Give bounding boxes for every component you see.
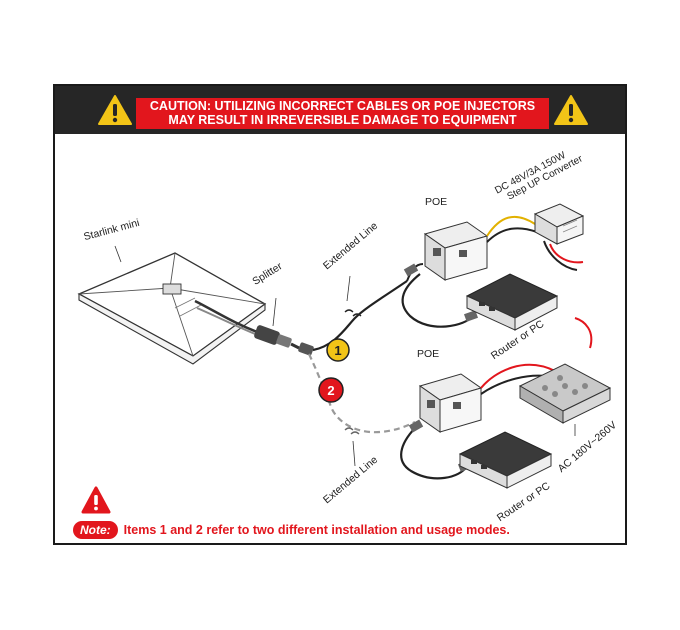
dc-wire-black-2 xyxy=(543,240,578,271)
splitter-leader xyxy=(272,297,277,327)
diagram-frame: CAUTION: UTILIZING INCORRECT CABLES OR P… xyxy=(53,84,627,545)
poe-top-label: POE xyxy=(425,196,448,208)
splitter-out xyxy=(290,342,300,350)
caution-banner: CAUTION: UTILIZING INCORRECT CABLES OR P… xyxy=(55,86,625,134)
caution-line-2: MAY RESULT IN IRREVERSIBLE DAMAGE TO EQU… xyxy=(168,113,517,127)
note-badge: Note: xyxy=(73,521,118,539)
mode-2-number: 2 xyxy=(327,383,334,398)
extended-top-leader xyxy=(346,275,351,302)
dc-wire-yellow xyxy=(486,215,536,237)
ac-input-red xyxy=(574,317,593,349)
rj45-plug xyxy=(463,310,479,322)
note-row: Note: Items 1 and 2 refer to two differe… xyxy=(73,521,510,539)
rj45-plug xyxy=(403,263,419,277)
ac-power-supply xyxy=(518,363,612,424)
step-up-converter xyxy=(533,203,585,245)
splitter xyxy=(254,325,292,348)
mode-1-number: 1 xyxy=(334,343,341,358)
router-top xyxy=(465,273,559,331)
connector xyxy=(298,342,314,356)
dish-cable-2 xyxy=(196,307,261,337)
starlink-leader xyxy=(114,245,122,263)
break-mark xyxy=(344,309,362,317)
poe-injector-bottom xyxy=(418,373,483,433)
warning-triangle-icon xyxy=(554,95,588,125)
extended-bottom-leader xyxy=(352,440,356,467)
caution-line-1: CAUTION: UTILIZING INCORRECT CABLES OR P… xyxy=(149,99,536,113)
dish-cable xyxy=(194,299,261,335)
starlink-dish xyxy=(77,252,267,365)
break-mark xyxy=(344,427,360,435)
wiring-diagram: 1 2 xyxy=(77,203,612,489)
warning-triangle-icon xyxy=(98,95,132,125)
extended-line-2 xyxy=(308,353,416,434)
ac-wire-red xyxy=(480,363,556,389)
dc-wire-red xyxy=(549,243,584,264)
rj45-plug xyxy=(408,419,424,433)
caution-text: CAUTION: UTILIZING INCORRECT CABLES OR P… xyxy=(136,98,549,129)
router-bottom xyxy=(458,431,553,489)
mode-2-marker: 2 xyxy=(318,377,344,403)
poe-bottom-label: POE xyxy=(417,348,440,360)
alert-icon xyxy=(81,486,111,514)
note-text: Items 1 and 2 refer to two different ins… xyxy=(123,523,510,537)
dc-wire-black xyxy=(486,227,538,243)
mode-1-marker: 1 xyxy=(326,338,350,362)
router-cable-bottom xyxy=(400,427,468,480)
router-cable-top xyxy=(401,273,474,328)
poe-injector-top xyxy=(423,221,489,281)
